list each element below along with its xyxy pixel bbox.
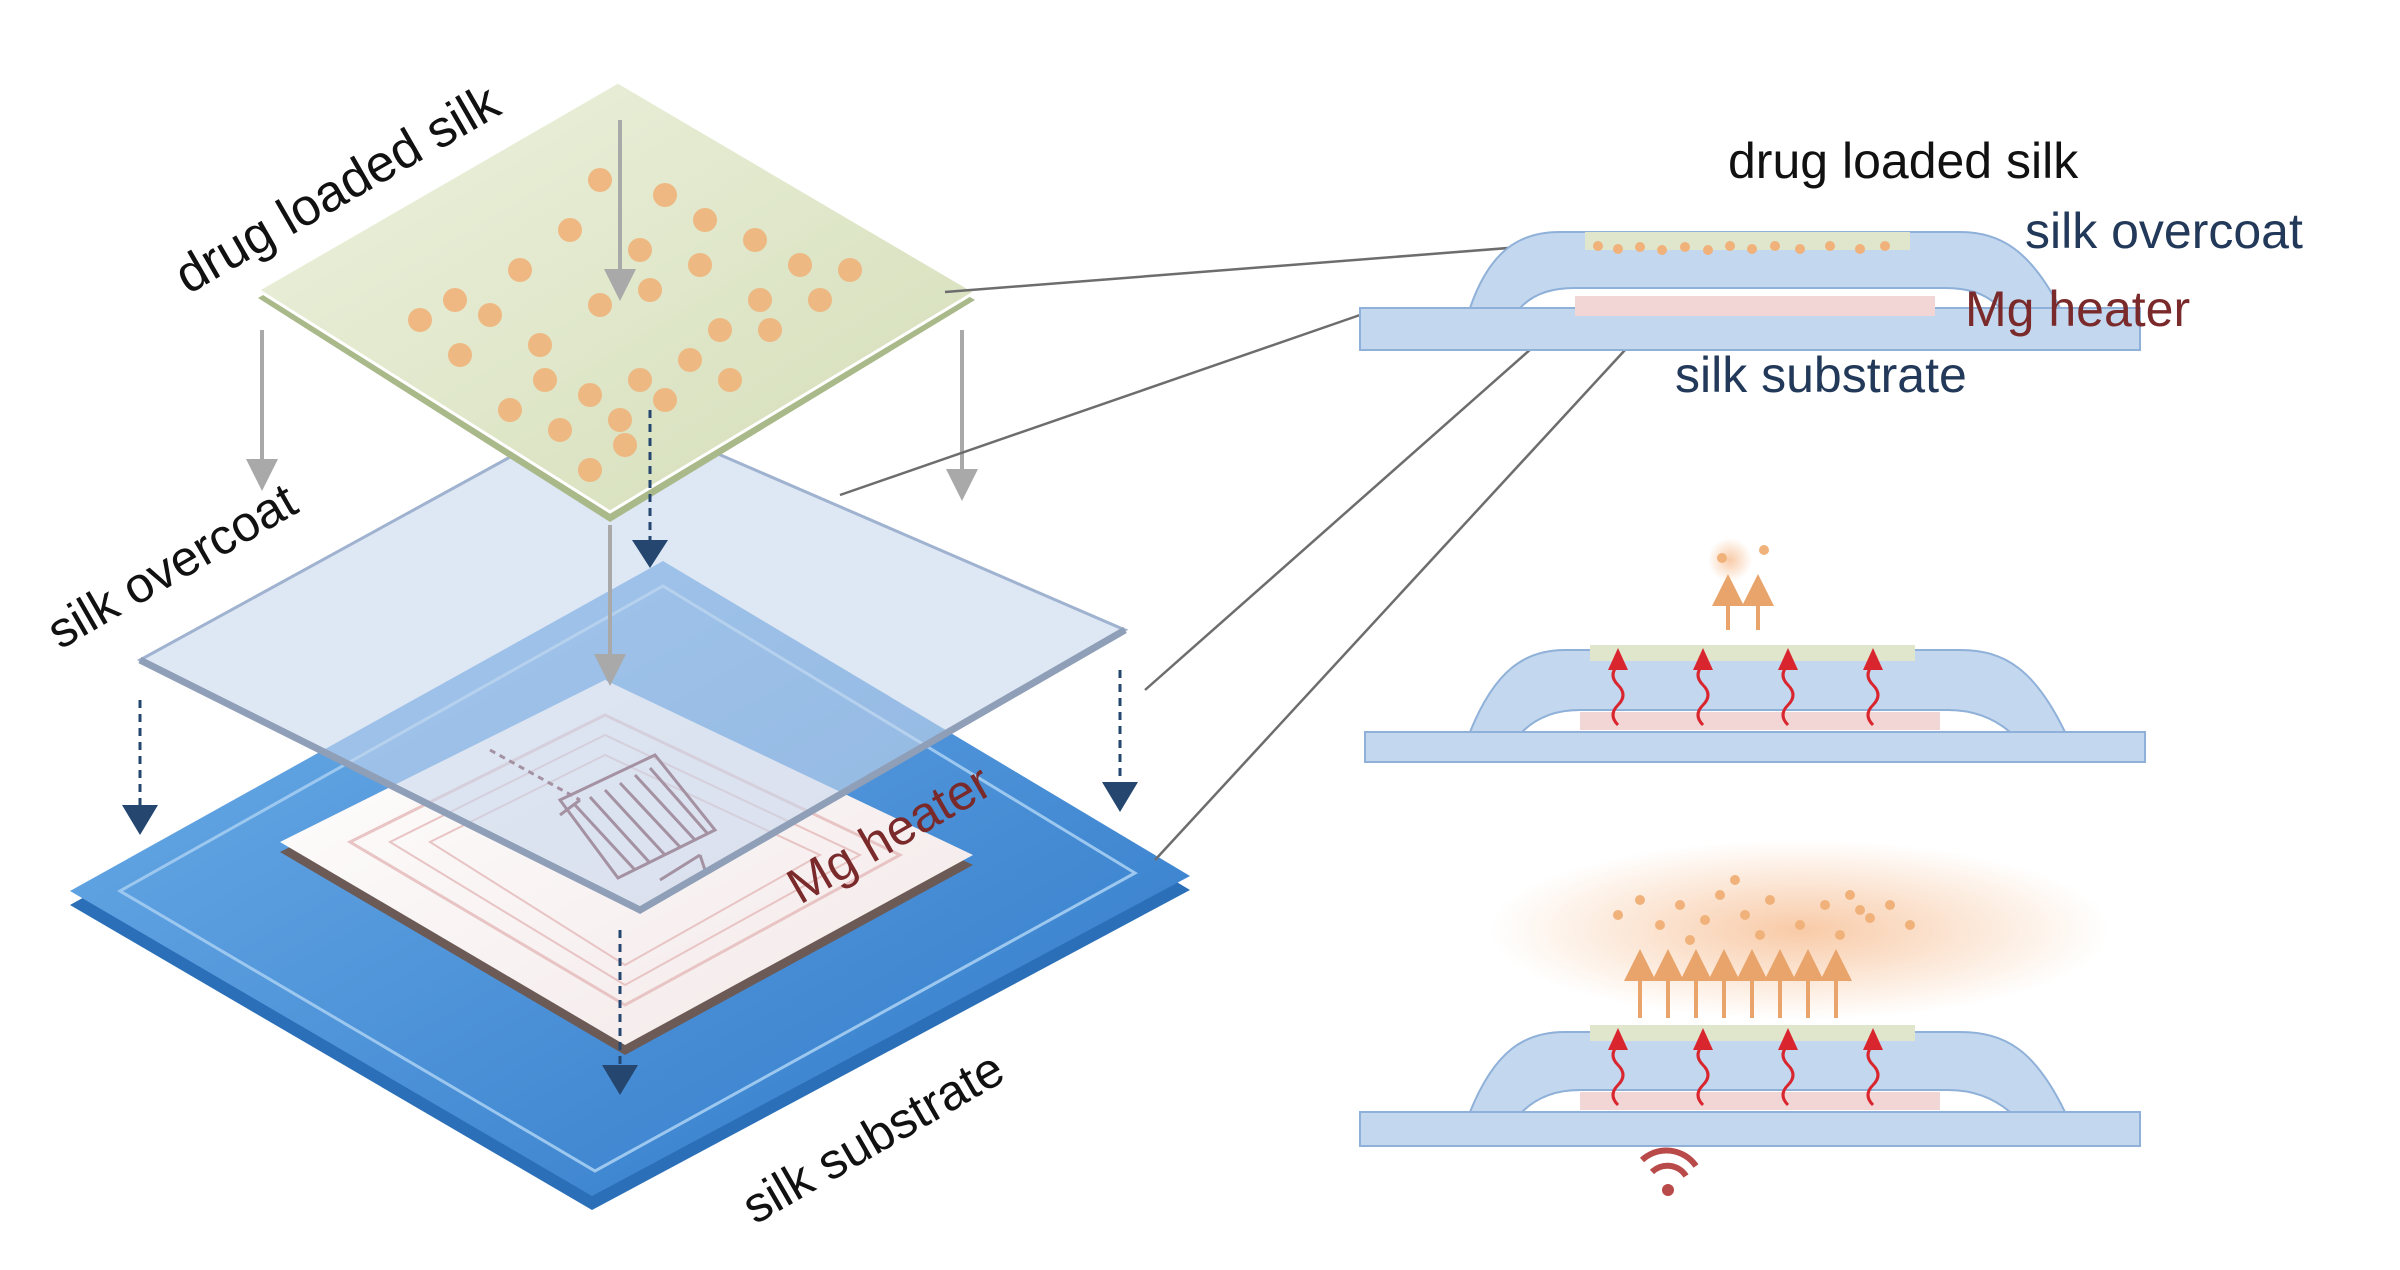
exploded-view: drug loaded silk silk overcoat Mg heater…	[38, 73, 1626, 1235]
drug-dot	[788, 253, 812, 277]
release-arrows-strong	[1624, 949, 1852, 1018]
drug-dot	[1700, 915, 1710, 925]
drug-dot	[808, 288, 832, 312]
drug-dot	[1885, 900, 1895, 910]
drug-dot	[1795, 920, 1805, 930]
drug-dot	[743, 228, 767, 252]
drug-dot	[1765, 895, 1775, 905]
drug-dot	[1855, 244, 1865, 254]
drug-dot	[708, 318, 732, 342]
drug-dot	[408, 308, 432, 332]
drug-dot	[1755, 930, 1765, 940]
drug-dot	[1715, 890, 1725, 900]
heat-arrowheads	[1608, 648, 1883, 670]
drug-dot	[478, 303, 502, 327]
drug-dot	[578, 383, 602, 407]
drug-dot	[1635, 242, 1645, 252]
drug-dot	[628, 238, 652, 262]
assembly-arrows	[122, 120, 1138, 1095]
drug-dot	[1635, 895, 1645, 905]
cross-section-layered: drug loaded silk silk overcoat Mg heater…	[1359, 133, 2303, 403]
drug-dot	[1820, 900, 1830, 910]
drug-dot	[653, 183, 677, 207]
drug-dot	[1613, 910, 1623, 920]
drug-dot	[1675, 900, 1685, 910]
drug-dot	[1865, 913, 1875, 923]
drug-dot	[1747, 244, 1757, 254]
heat-waves	[1611, 663, 1880, 727]
drug-dot	[1593, 241, 1603, 251]
drug-dot	[448, 343, 472, 367]
drug-dot	[1657, 245, 1667, 255]
drug-dot	[608, 408, 632, 432]
drug-dot	[533, 368, 557, 392]
drug-dot	[688, 253, 712, 277]
drug-dot	[718, 368, 742, 392]
drug-dot	[548, 418, 572, 442]
drug-dot	[638, 278, 662, 302]
drug-dot	[693, 208, 717, 232]
heat-waves-strong	[1611, 1043, 1880, 1107]
cross-section-drug-dots	[1593, 241, 1890, 255]
drug-dot	[1835, 930, 1845, 940]
cs-label-silk-substrate: silk substrate	[1675, 347, 1967, 403]
cs-label-silk-overcoat: silk overcoat	[2025, 203, 2303, 259]
drug-dot	[628, 368, 652, 392]
drug-dot	[1855, 905, 1865, 915]
drug-dot	[1685, 935, 1695, 945]
released-drug-dots	[1613, 875, 1915, 945]
drug-dot	[588, 168, 612, 192]
drug-dot	[1880, 241, 1890, 251]
drug-dot	[508, 258, 532, 282]
cs-label-mg-heater: Mg heater	[1965, 281, 2190, 337]
drug-dot	[678, 348, 702, 372]
drug-dot	[578, 458, 602, 482]
release-arrows	[1712, 574, 1774, 630]
drug-dot	[1825, 241, 1835, 251]
drug-dot	[1655, 920, 1665, 930]
drug-dot	[588, 293, 612, 317]
drug-dot	[1725, 241, 1735, 251]
drug-dot	[1795, 244, 1805, 254]
wireless-signal-icon	[1639, 1147, 1699, 1196]
cross-section-heating	[1364, 538, 2146, 763]
leader-lines	[839, 240, 1626, 861]
drug-dot	[1703, 245, 1713, 255]
drug-dot	[1730, 875, 1740, 885]
drug-dot	[1770, 241, 1780, 251]
drug-dots	[408, 168, 862, 482]
drug-dot	[1905, 920, 1915, 930]
drug-dot	[1680, 242, 1690, 252]
drug-dot	[653, 388, 677, 412]
drug-dot	[838, 258, 862, 282]
drug-dot	[528, 333, 552, 357]
released-drug-glow	[1708, 538, 1752, 582]
drug-dot	[1740, 910, 1750, 920]
drug-dot	[558, 218, 582, 242]
drug-dot	[443, 288, 467, 312]
drug-dot	[748, 288, 772, 312]
heat-arrowheads-strong	[1608, 1028, 1883, 1050]
drug-dot	[758, 318, 782, 342]
cross-section-wireless-release	[1359, 840, 2141, 1196]
drug-dot	[1613, 244, 1623, 254]
drug-dot	[498, 398, 522, 422]
overcoat-layer	[136, 403, 1129, 914]
cs-label-drug-loaded-silk: drug loaded silk	[1728, 133, 2079, 189]
drug-dot	[613, 433, 637, 457]
drug-dot	[1845, 890, 1855, 900]
